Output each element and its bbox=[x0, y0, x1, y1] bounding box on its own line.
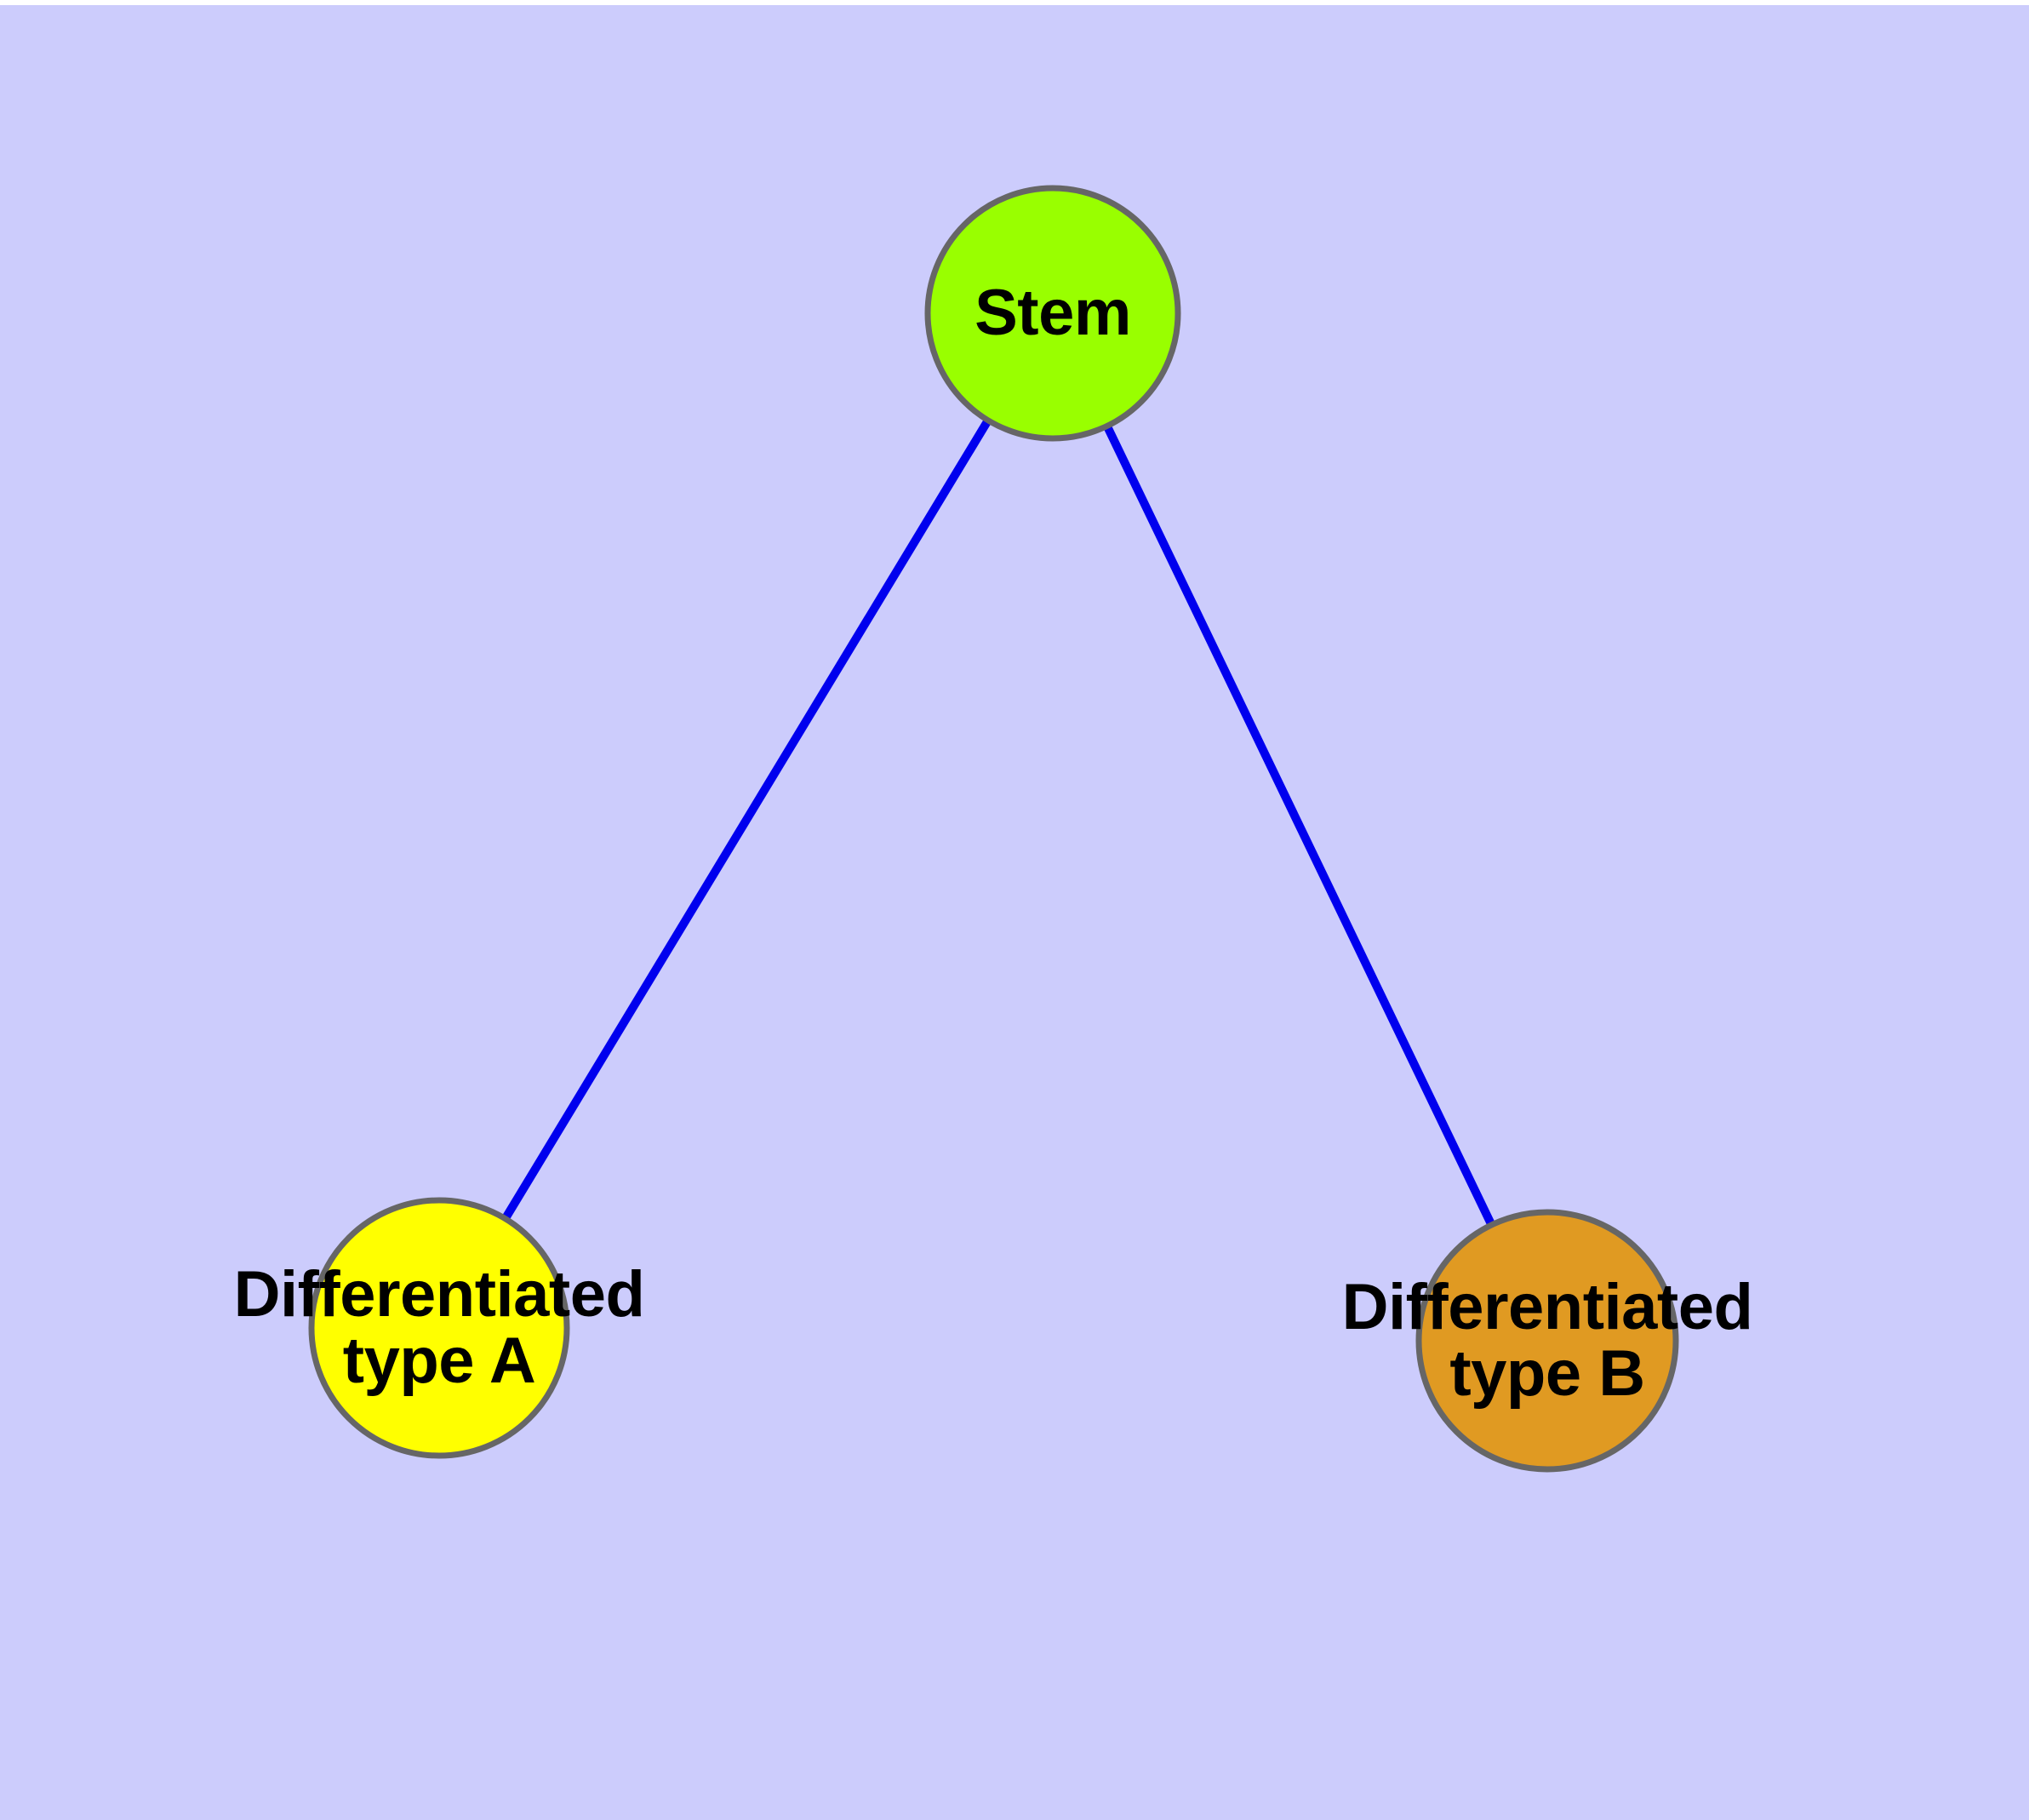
graph-node-stem[interactable] bbox=[924, 185, 1181, 442]
graph-node-diff_a[interactable] bbox=[308, 1197, 570, 1459]
graph-edge-stem-to-a[interactable] bbox=[435, 311, 1057, 1331]
graph-node-diff_b[interactable] bbox=[1415, 1209, 1679, 1473]
edge-layer bbox=[435, 311, 1552, 1343]
node-layer bbox=[308, 185, 1679, 1473]
graph-edge-stem-to-b[interactable] bbox=[1049, 311, 1552, 1343]
